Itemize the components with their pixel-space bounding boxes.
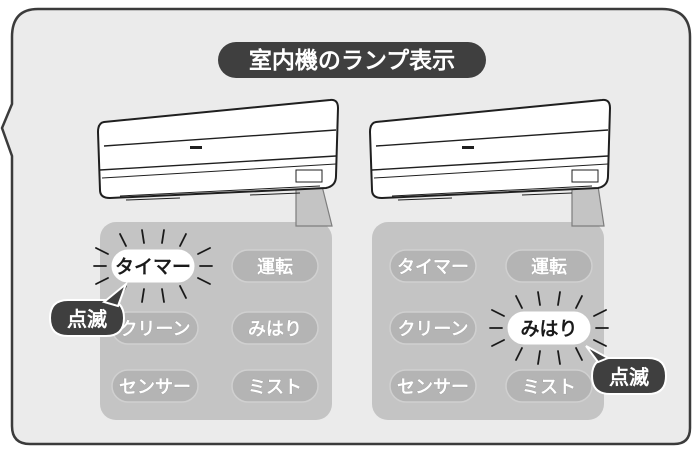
blink-badge-left: 点滅 [48, 280, 129, 337]
lamp-clean-left: クリーン [111, 311, 199, 345]
lamp-mist-left: ミスト [231, 369, 319, 403]
callout-beam-right [571, 185, 605, 227]
lamp-label: 運転 [531, 256, 567, 278]
lamp-timer-right: タイマー [389, 249, 477, 283]
lamp-label: センサー [119, 377, 191, 398]
lamp-mihari-right: みはり [489, 291, 609, 365]
lamp-label: 運転 [257, 256, 293, 278]
badge-label: 点滅 [609, 365, 649, 389]
lamp-label: センサー [397, 377, 469, 398]
badge-label: 点滅 [67, 307, 107, 331]
lamp-label: みはり [520, 318, 577, 340]
blinking-rays-icon [489, 291, 609, 365]
lamp-mihari-left: みはり [231, 311, 319, 345]
lamp-operation-left: 運転 [231, 249, 319, 283]
lamp-label: クリーン [119, 319, 190, 340]
title-badge: 室内機のランプ表示 [218, 42, 486, 78]
blink-badge-right: 点滅 [585, 345, 668, 395]
lamp-label: タイマー [397, 257, 469, 278]
lamp-clean-right: クリーン [389, 311, 477, 345]
air-conditioner-unit-icon [368, 98, 612, 201]
lamp-label: みはり [248, 319, 302, 340]
lamp-sensor-left: センサー [111, 369, 199, 403]
page-title: 室内機のランプ表示 [249, 47, 455, 74]
lamp-operation-right: 運転 [505, 249, 593, 283]
lamp-mist-right: ミスト [505, 369, 593, 403]
air-conditioner-unit-icon [96, 98, 340, 201]
lamp-sensor-right: センサー [389, 369, 477, 403]
lamp-label: ミスト [522, 377, 576, 398]
lamp-label: ミスト [248, 377, 302, 398]
lamp-label: クリーン [397, 319, 468, 340]
lamp-label: タイマー [115, 256, 191, 278]
